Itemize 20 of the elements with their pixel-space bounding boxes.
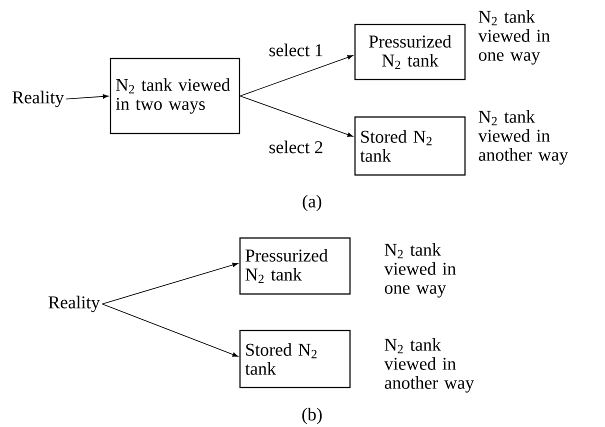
- arrow: [240, 96, 354, 137]
- tank-box: Stored N$_{2}$ tank: [239, 330, 351, 388]
- side-note: N$_{2}$ tank viewed in one way: [384, 243, 456, 298]
- panel-label: (a): [302, 194, 322, 212]
- arrow: [102, 304, 238, 357]
- tank-box: Pressurized N$_{2}$ tank: [354, 24, 466, 80]
- tank-box: Stored N$_{2}$ tank: [354, 116, 466, 176]
- tank-box: Pressurized N$_{2}$ tank: [239, 237, 351, 295]
- arrow: [66, 94, 109, 100]
- side-note: N$_{2}$ tank viewed in one way: [478, 10, 550, 65]
- edge-label: select 1: [270, 44, 322, 56]
- reality-text: Reality: [48, 296, 100, 312]
- reality-text: Reality: [12, 90, 64, 108]
- edge-label: select 2: [270, 140, 322, 154]
- arrow: [240, 55, 354, 96]
- arrow: [102, 262, 238, 304]
- panel-label: (b): [302, 408, 322, 424]
- side-note: N$_{2}$ tank viewed in another way: [384, 338, 474, 393]
- side-note: N$_{2}$ tank viewed in another way: [478, 110, 568, 165]
- tank-box: N$_{2}$ tank viewed in two ways: [110, 58, 240, 134]
